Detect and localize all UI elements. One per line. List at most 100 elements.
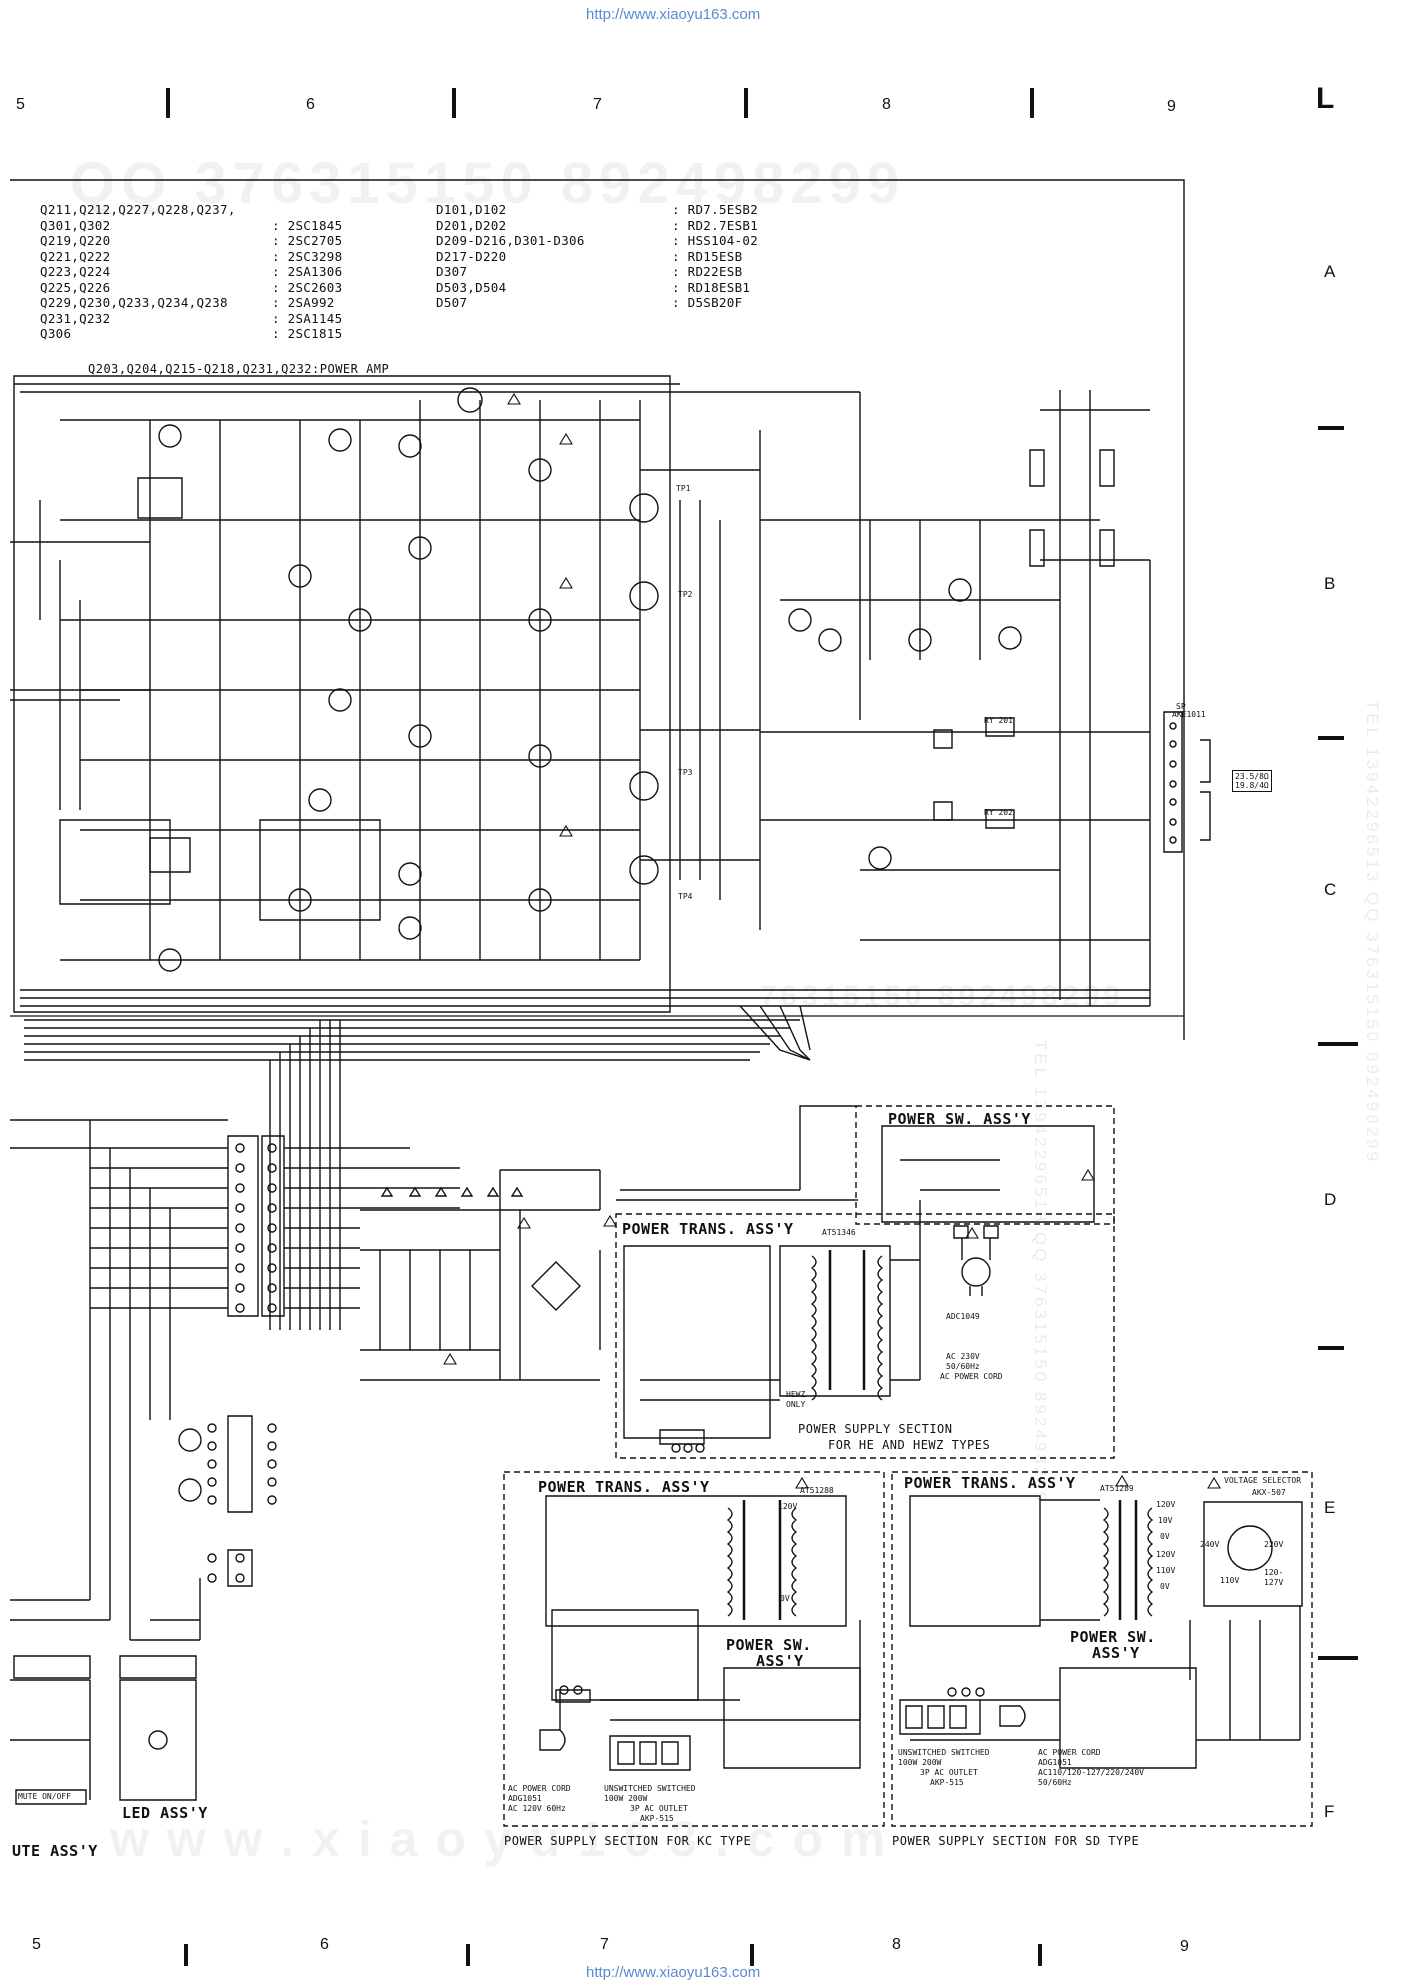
transistor-row: Q229,Q230,Q233,Q234,Q238: 2SA992 [40,295,335,310]
transistor-row: Q221,Q222: 2SC3298 [40,248,343,264]
transistor-row: Q231,Q232: 2SA1145 [40,310,343,326]
sd-outlet-2: 100W 200W [898,1758,942,1767]
sd-tap-0: 120V [1156,1500,1176,1509]
power-amp-label: Q203,Q204,Q215-Q218,Q231,Q232:POWER AMP [88,362,390,376]
sd-cord-3: AC110/120-127/220/240V [1038,1768,1144,1777]
watermark-vertical-2: TEL 13942296513 QQ 376315150 892498299 [1031,1040,1050,1505]
tp3-label: TP3 [678,768,693,777]
section-sd-label: POWER SUPPLY SECTION FOR SD TYPE [892,1834,1140,1848]
power-trans-assy-sd-label: POWER TRANS. ASS'Y [904,1474,1076,1492]
grid-divider [166,88,170,118]
kc-cord-2: ADG1051 [508,1794,542,1803]
grid-divider [750,1944,754,1966]
mute-assy-label: UTE ASS'Y [12,1842,98,1860]
sd-cord-1: AC POWER CORD [1038,1748,1101,1757]
tp1-label: TP1 [676,484,691,493]
grid-row-E: E [1324,1498,1336,1517]
grid-col-5-top: 5 [16,96,25,113]
grid-row-divider [1318,1656,1358,1660]
diode-row: D503,D504: RD18ESB1 [436,279,751,295]
grid-row-divider [1318,1042,1358,1046]
grid-col-6-top: 6 [306,96,315,113]
sp-impedance-box: 23.5/8Ω 19.8/4Ω [1232,770,1272,792]
sp-label: SP [1176,702,1186,711]
sd-tap-5: 0V [1160,1582,1170,1591]
power-sw-assy-sd-2: ASS'Y [1092,1644,1140,1662]
grid-row-divider [1318,1346,1344,1350]
grid-col-9-top: 9 [1167,98,1176,115]
power-trans-assy-kc-label: POWER TRANS. ASS'Y [538,1478,710,1496]
voltage-selector-label: VOLTAGE SELECTOR [1224,1476,1302,1485]
grid-row-C: C [1324,880,1337,899]
grid-row-F: F [1324,1802,1335,1821]
sd-outlet-4: AKP-515 [930,1778,964,1787]
power-trans-assy-top-label: POWER TRANS. ASS'Y [622,1220,794,1238]
grid-divider [452,88,456,118]
ac-power-cord-part: ADC1049 [946,1312,980,1321]
section-kc-label: POWER SUPPLY SECTION FOR KC TYPE [504,1834,752,1848]
transistor-row: Q301,Q302: 2SC1845 [40,217,343,233]
diode-table: D101,D102: RD7.5ESB2 D201,D202: RD2.7ESB… [436,202,758,311]
sd-cord-4: 50/60Hz [1038,1778,1072,1787]
kc-outlet-3: 3P AC OUTLET [630,1804,688,1813]
transistor-row: Q225,Q226: 2SC2603 [40,279,343,295]
kc-tap-120v: 120V [778,1502,798,1511]
power-amp-block [14,376,670,1012]
grid-row-D: D [1324,1190,1337,1209]
transistor-row: Q219,Q220: 2SC2705 [40,233,343,248]
power-sw-assy-top-label: POWER SW. ASS'Y [888,1110,1031,1128]
grid-col-8-top: 8 [882,96,891,113]
kc-cord-1: AC POWER CORD [508,1784,571,1793]
sd-tap-1: 10V [1158,1516,1173,1525]
grid-corner-letter: L [1316,82,1335,115]
volt-220: 220V [1264,1540,1284,1549]
diode-row: D101,D102: RD7.5ESB2 [436,202,759,217]
diode-row: D209-D216,D301-D306: HSS104-02 [436,233,759,248]
power-sw-assy-kc-2: ASS'Y [756,1652,804,1670]
grid-col-8-bottom: 8 [892,1936,901,1953]
grid-col-7-top: 7 [593,96,602,113]
grid-divider [466,1944,470,1966]
relay-2-label: RY 202 [984,808,1013,817]
watermark-bottom-site: w w w . x i a o y u 1 6 3 . c o m [110,1811,888,1867]
diode-row: D217-D220: RD15ESB [436,248,743,264]
led-assy-label: LED ASS'Y [122,1804,208,1822]
kc-cord-3: AC 120V 60Hz [508,1804,566,1813]
power-trans-part-sd: AT51289 [1100,1484,1134,1493]
hewz-only-1: HEWZ [786,1390,806,1399]
mute-on-off-label: MUTE ON/OFF [18,1792,71,1801]
diode-row: D307: RD22ESB [436,264,743,279]
grid-col-9-bottom: 9 [1180,1938,1189,1955]
grid-divider [744,88,748,118]
transistor-row: Q211,Q212,Q227,Q228,Q237, [40,202,236,217]
ac-power-cord-rating-2: 50/60Hz [946,1362,980,1371]
transistor-table: Q211,Q212,Q227,Q228,Q237, Q301,Q302: 2SC… [40,202,342,342]
sp-impedance-1: 23.5/8Ω [1235,772,1269,781]
grid-divider [184,1944,188,1966]
kc-outlet-2: 100W 200W [604,1794,648,1803]
header-url[interactable]: http://www.xiaoyu163.com [586,6,761,23]
ac-power-cord-top: AC POWER CORD [940,1372,1003,1381]
grid-divider [1038,1944,1042,1966]
transistor-row: Q223,Q224: 2SA1306 [40,264,343,279]
relay-1-label: RY 201 [984,716,1013,725]
grid-col-5-bottom: 5 [32,1936,41,1953]
sd-outlet-3: 3P AC OUTLET [920,1768,978,1777]
power-sw-assy-sd-1: POWER SW. [1070,1628,1156,1646]
grid-col-7-bottom: 7 [600,1936,609,1953]
section-he-line2: FOR HE AND HEWZ TYPES [828,1438,991,1452]
sd-tap-3: 120V [1156,1550,1176,1559]
power-trans-part-kc: AT51288 [800,1486,834,1495]
footer-url[interactable]: http://www.xiaoyu163.com [586,1964,761,1981]
sd-tap-4: 110V [1156,1566,1176,1575]
grid-divider [1030,88,1034,118]
hewz-only-2: ONLY [786,1400,806,1409]
sd-cord-2: ADG1051 [1038,1758,1072,1767]
sp-impedance-2: 19.8/4Ω [1235,781,1269,790]
grid-row-B: B [1324,574,1336,593]
frame-top [10,180,1184,1040]
diode-row: D201,D202: RD2.7ESB1 [436,217,759,233]
volt-110: 110V [1220,1576,1240,1585]
kc-outlet-1: UNSWITCHED SWITCHED [604,1784,696,1793]
ac-power-cord-rating-1: AC 230V [946,1352,980,1361]
